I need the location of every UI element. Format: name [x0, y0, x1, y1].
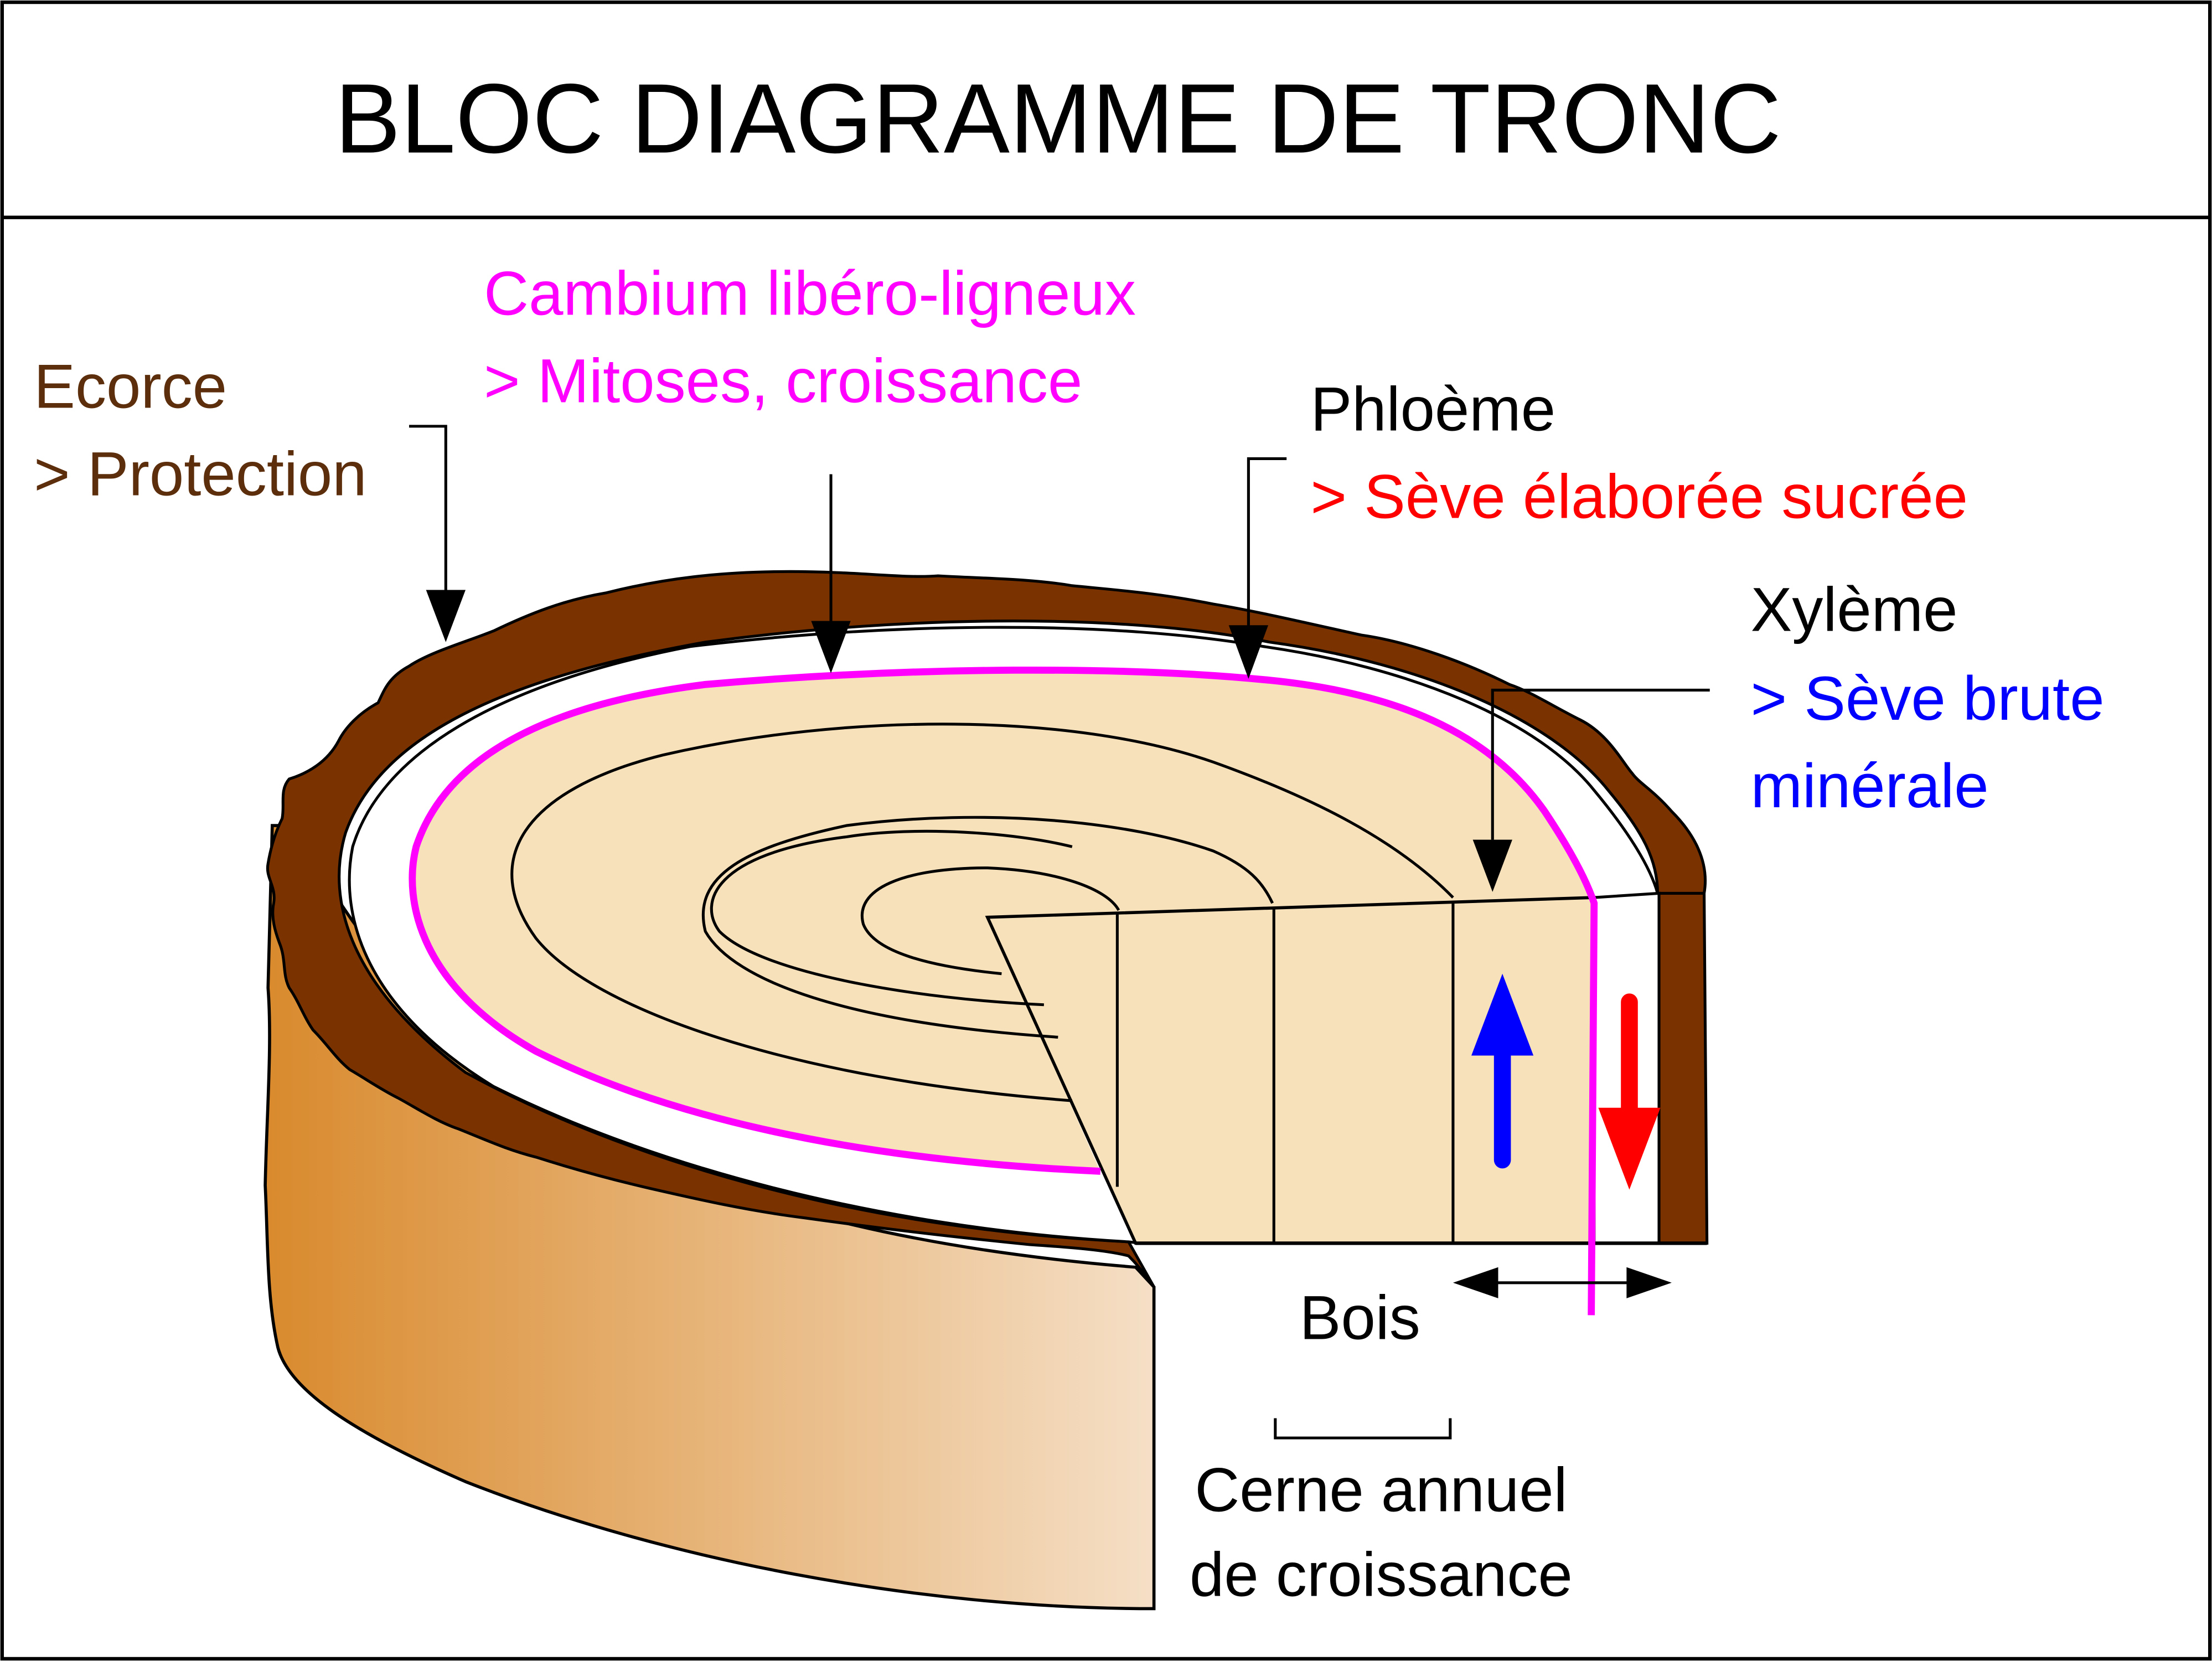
raw-sap-arrow	[1471, 973, 1534, 1169]
xyleme-label: Xylème	[1751, 574, 1958, 644]
phloeme-role: > Sève élaborée sucrée	[1311, 462, 1968, 532]
annual-rings	[510, 723, 1454, 1102]
xyleme-role-line2: minérale	[1751, 751, 1989, 821]
cambium-line	[409, 666, 1598, 1316]
ecorce-label: Ecorce	[34, 352, 227, 421]
phloeme-pointer	[1228, 457, 1287, 679]
page-title: BLOC DIAGRAMME DE TRONC	[335, 63, 1781, 173]
ring-2	[710, 829, 1073, 1007]
cambium-pointer	[811, 474, 851, 673]
ring-1	[861, 866, 1120, 976]
bois-label: Bois	[1300, 1283, 1420, 1353]
xyleme-role-line1: > Sève brute	[1751, 663, 2105, 733]
elaborated-sap-arrow	[1598, 993, 1661, 1190]
cut-face-rings	[1115, 901, 1455, 1244]
phloeme-label: Phloème	[1311, 374, 1556, 444]
cambium-role: > Mitoses, croissance	[484, 346, 1082, 416]
ring-4	[510, 723, 1454, 1102]
cambium-label: Cambium libéro-ligneux	[484, 259, 1136, 328]
cerne-label-line2: de croissance	[1190, 1540, 1573, 1610]
ring-3	[701, 816, 1274, 1039]
ecorce-role: > Protection	[34, 439, 366, 509]
bois-double-arrow	[1453, 1267, 1672, 1298]
ecorce-pointer	[409, 425, 466, 642]
cerne-label-line1: Cerne annuel	[1195, 1455, 1567, 1525]
bark-ring	[266, 570, 1709, 1288]
xyleme-pointer	[1472, 688, 1710, 892]
cerne-bracket	[1274, 1418, 1452, 1440]
